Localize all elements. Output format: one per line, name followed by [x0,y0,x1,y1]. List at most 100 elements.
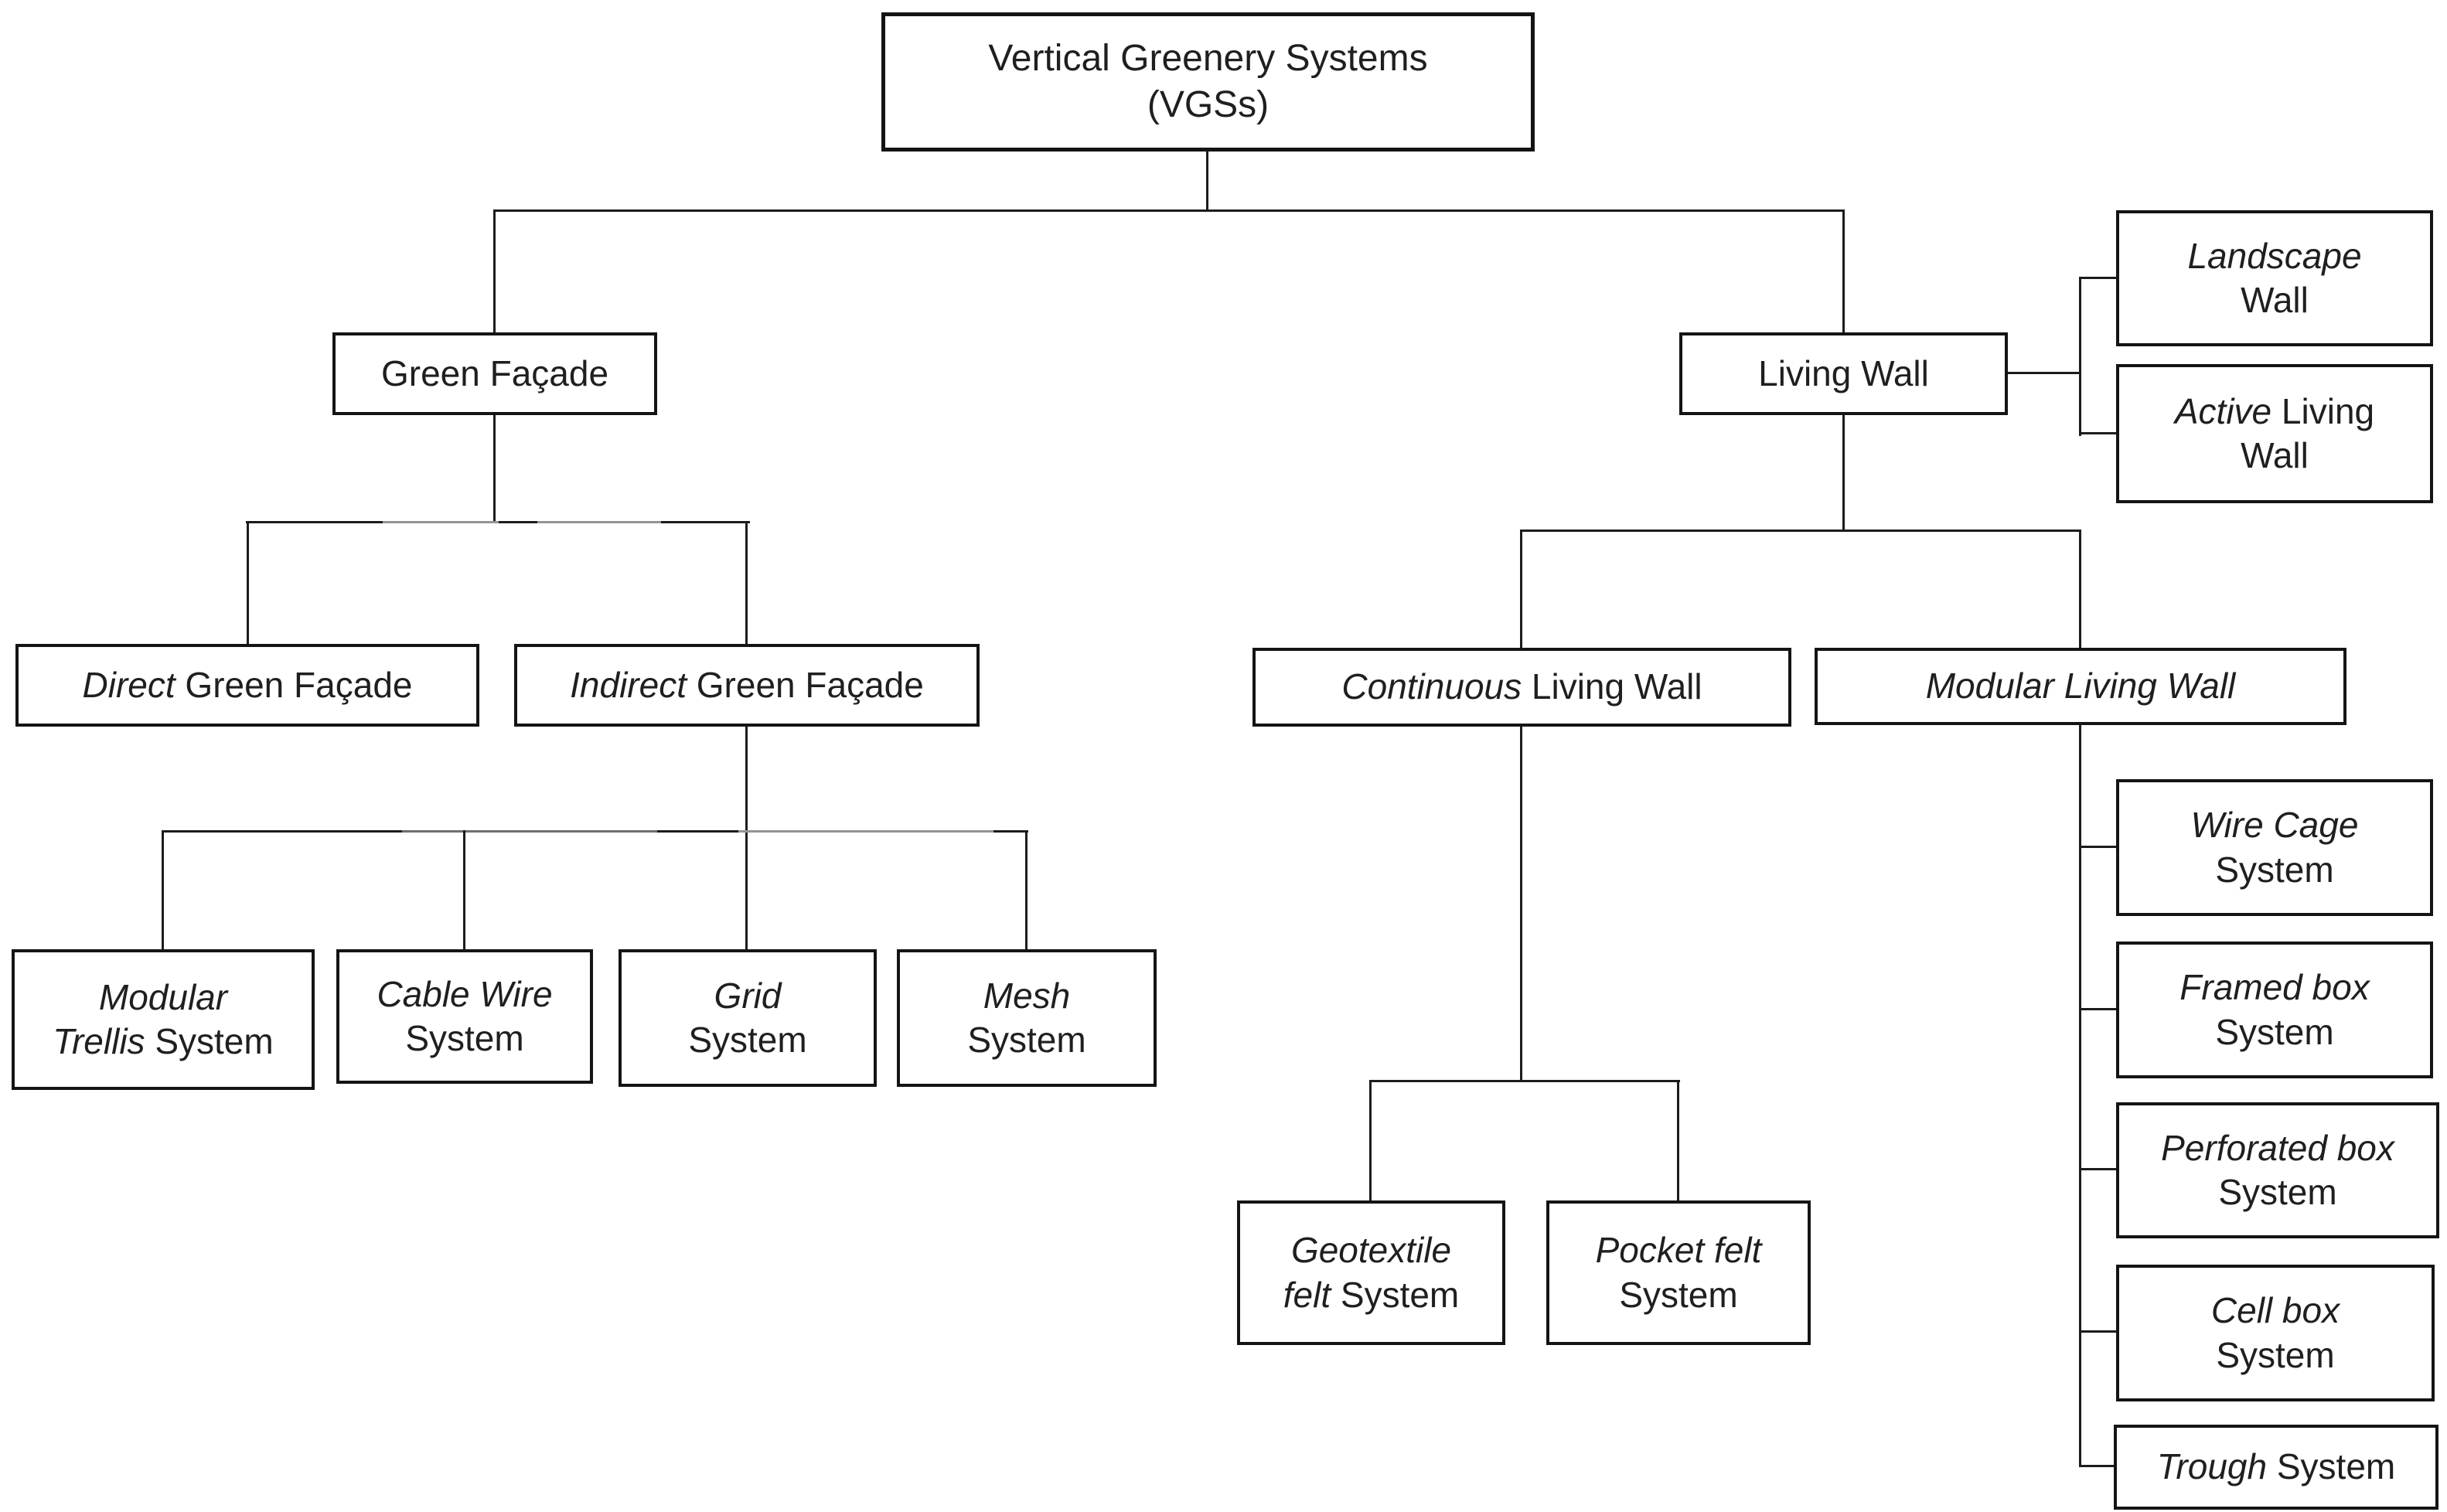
label-segment: Wire Cage [2190,805,2359,846]
node-green-facade: Green Façade [332,332,657,415]
node-living-wall: Living Wall [1679,332,2008,415]
label-segment: System [2218,1172,2337,1212]
label-segment: System [405,1018,524,1058]
label-segment: System [2267,1446,2396,1487]
label-segment: System [2216,1334,2335,1375]
node-label-line: felt System [1283,1273,1460,1317]
label-segment: Wall [2241,280,2309,320]
node-grid-system: Grid System [619,949,877,1087]
connector-stub-landscape [2079,277,2116,279]
node-perforated-box-system: Perforated box System [2116,1102,2439,1238]
node-label-line: Wire Cage [2191,803,2359,847]
connector-drop-pocket [1677,1080,1679,1203]
label-segment: Modular [98,976,228,1017]
label-segment: (VGSs) [1147,84,1270,125]
label-segment: Indirect [570,664,687,705]
connector-living-wall-right [2008,372,2081,374]
connector-stub-framed-box [2079,1008,2116,1010]
label-segment: Green Façade [175,664,413,705]
label-segment: System [2215,1011,2334,1052]
node-label-line: Landscape [2187,234,2361,278]
label-segment: System [2215,849,2334,890]
connector-drop-modular-lw [2079,530,2081,650]
node-label-line: Direct Green Façade [83,663,413,707]
connector-lw-children-bar [1520,530,2081,532]
connector-vgs-children-bar [493,209,1845,212]
label-segment: Perforated box [2161,1127,2394,1168]
node-label-line: Mesh [983,974,1070,1018]
connector-felt-bar [1369,1080,1680,1082]
node-label-line: System [405,1017,523,1061]
node-label-line: Wall [2241,278,2309,322]
connector-stub-perforated-box [2079,1168,2116,1170]
node-modular-living-wall: Modular Living Wall [1815,648,2346,725]
node-indirect-green-facade: Indirect Green Façade [514,644,980,727]
label-segment: felt [1283,1274,1331,1315]
node-framed-box-system: Framed box System [2116,942,2433,1078]
label-segment: Living Wall [1522,666,1702,707]
connector-living-wall-stem [1842,414,1845,532]
connector-indirect-stem [745,725,748,952]
node-active-living-wall: Active Living Wall [2116,364,2433,503]
node-pocket-felt-system: Pocket felt System [1546,1200,1811,1345]
connector-drop-continuous [1520,530,1522,650]
node-label-line: System [967,1018,1085,1062]
node-label-line: Pocket felt [1596,1228,1762,1272]
node-label-line: Wall [2241,434,2309,478]
connector-stub-active [2079,432,2116,434]
connector-drop-living-wall [1842,209,1845,335]
label-segment: System [688,1020,807,1060]
node-wire-cage-system: Wire Cage System [2116,779,2433,916]
label-segment: Living [2271,390,2375,431]
node-label-line: Cell box [2211,1289,2340,1333]
node-label-line: System [688,1018,806,1062]
label-segment: Direct [82,664,176,705]
node-mesh-system: Mesh System [897,949,1157,1087]
label-segment: System [1619,1274,1738,1315]
connector-modular-lw-trunk [2079,724,2081,1467]
label-segment: Grid [714,975,782,1016]
label-segment: Green Façade [380,352,609,393]
label-segment: Geotextile [1290,1230,1452,1271]
connector-drop-direct [247,521,249,646]
node-label-line: Vertical Greenery Systems [988,36,1427,82]
node-label-line: Trellis System [53,1020,273,1064]
connector-drop-green-facade [493,209,496,335]
label-segment: Green Façade [687,664,924,705]
label-segment: Framed box [2179,967,2370,1008]
node-continuous-living-wall: Continuous Living Wall [1252,648,1791,727]
node-label-line: System [2215,1010,2333,1054]
connector-drop-mesh [1025,830,1028,952]
connector-stub-cell-box [2079,1330,2116,1333]
label-segment: Modular Living Wall [1925,666,2236,707]
node-label-line: System [1619,1273,1737,1317]
node-modular-trellis-system: Modular Trellis System [12,949,315,1090]
node-trough-system: Trough System [2114,1425,2438,1510]
connector-drop-geotextile [1369,1080,1372,1203]
connector-drop-modular-trellis [162,830,164,952]
connector-drop-cable-wire [463,830,465,952]
node-label-line: Green Façade [381,352,608,396]
label-segment: Pocket felt [1595,1230,1762,1271]
node-label-line: Grid [714,974,782,1018]
node-cable-wire-system: Cable Wire System [336,949,593,1084]
node-label-line: Framed box [2179,965,2369,1010]
connector-green-facade-stem [493,414,496,523]
label-segment: Wall [2241,435,2309,475]
node-label-line: System [2218,1170,2336,1214]
connector-stub-wire-cage [2079,846,2116,848]
node-label-line: System [2215,848,2333,892]
node-label-line: Geotextile [1291,1228,1451,1272]
node-label-line: Living Wall [1758,352,1929,396]
node-label-line: Indirect Green Façade [570,663,924,707]
node-label-line: Active Living [2175,390,2374,434]
node-label-line: System [2216,1333,2334,1377]
label-segment: Living Wall [1758,352,1929,393]
connector-stub-trough [2079,1465,2116,1467]
node-label-line: Modular Living Wall [1926,664,2236,708]
node-label-line: (VGSs) [1147,82,1269,128]
label-segment: Trellis [53,1021,145,1061]
node-landscape-wall: Landscape Wall [2116,210,2433,346]
label-segment: System [967,1020,1086,1060]
